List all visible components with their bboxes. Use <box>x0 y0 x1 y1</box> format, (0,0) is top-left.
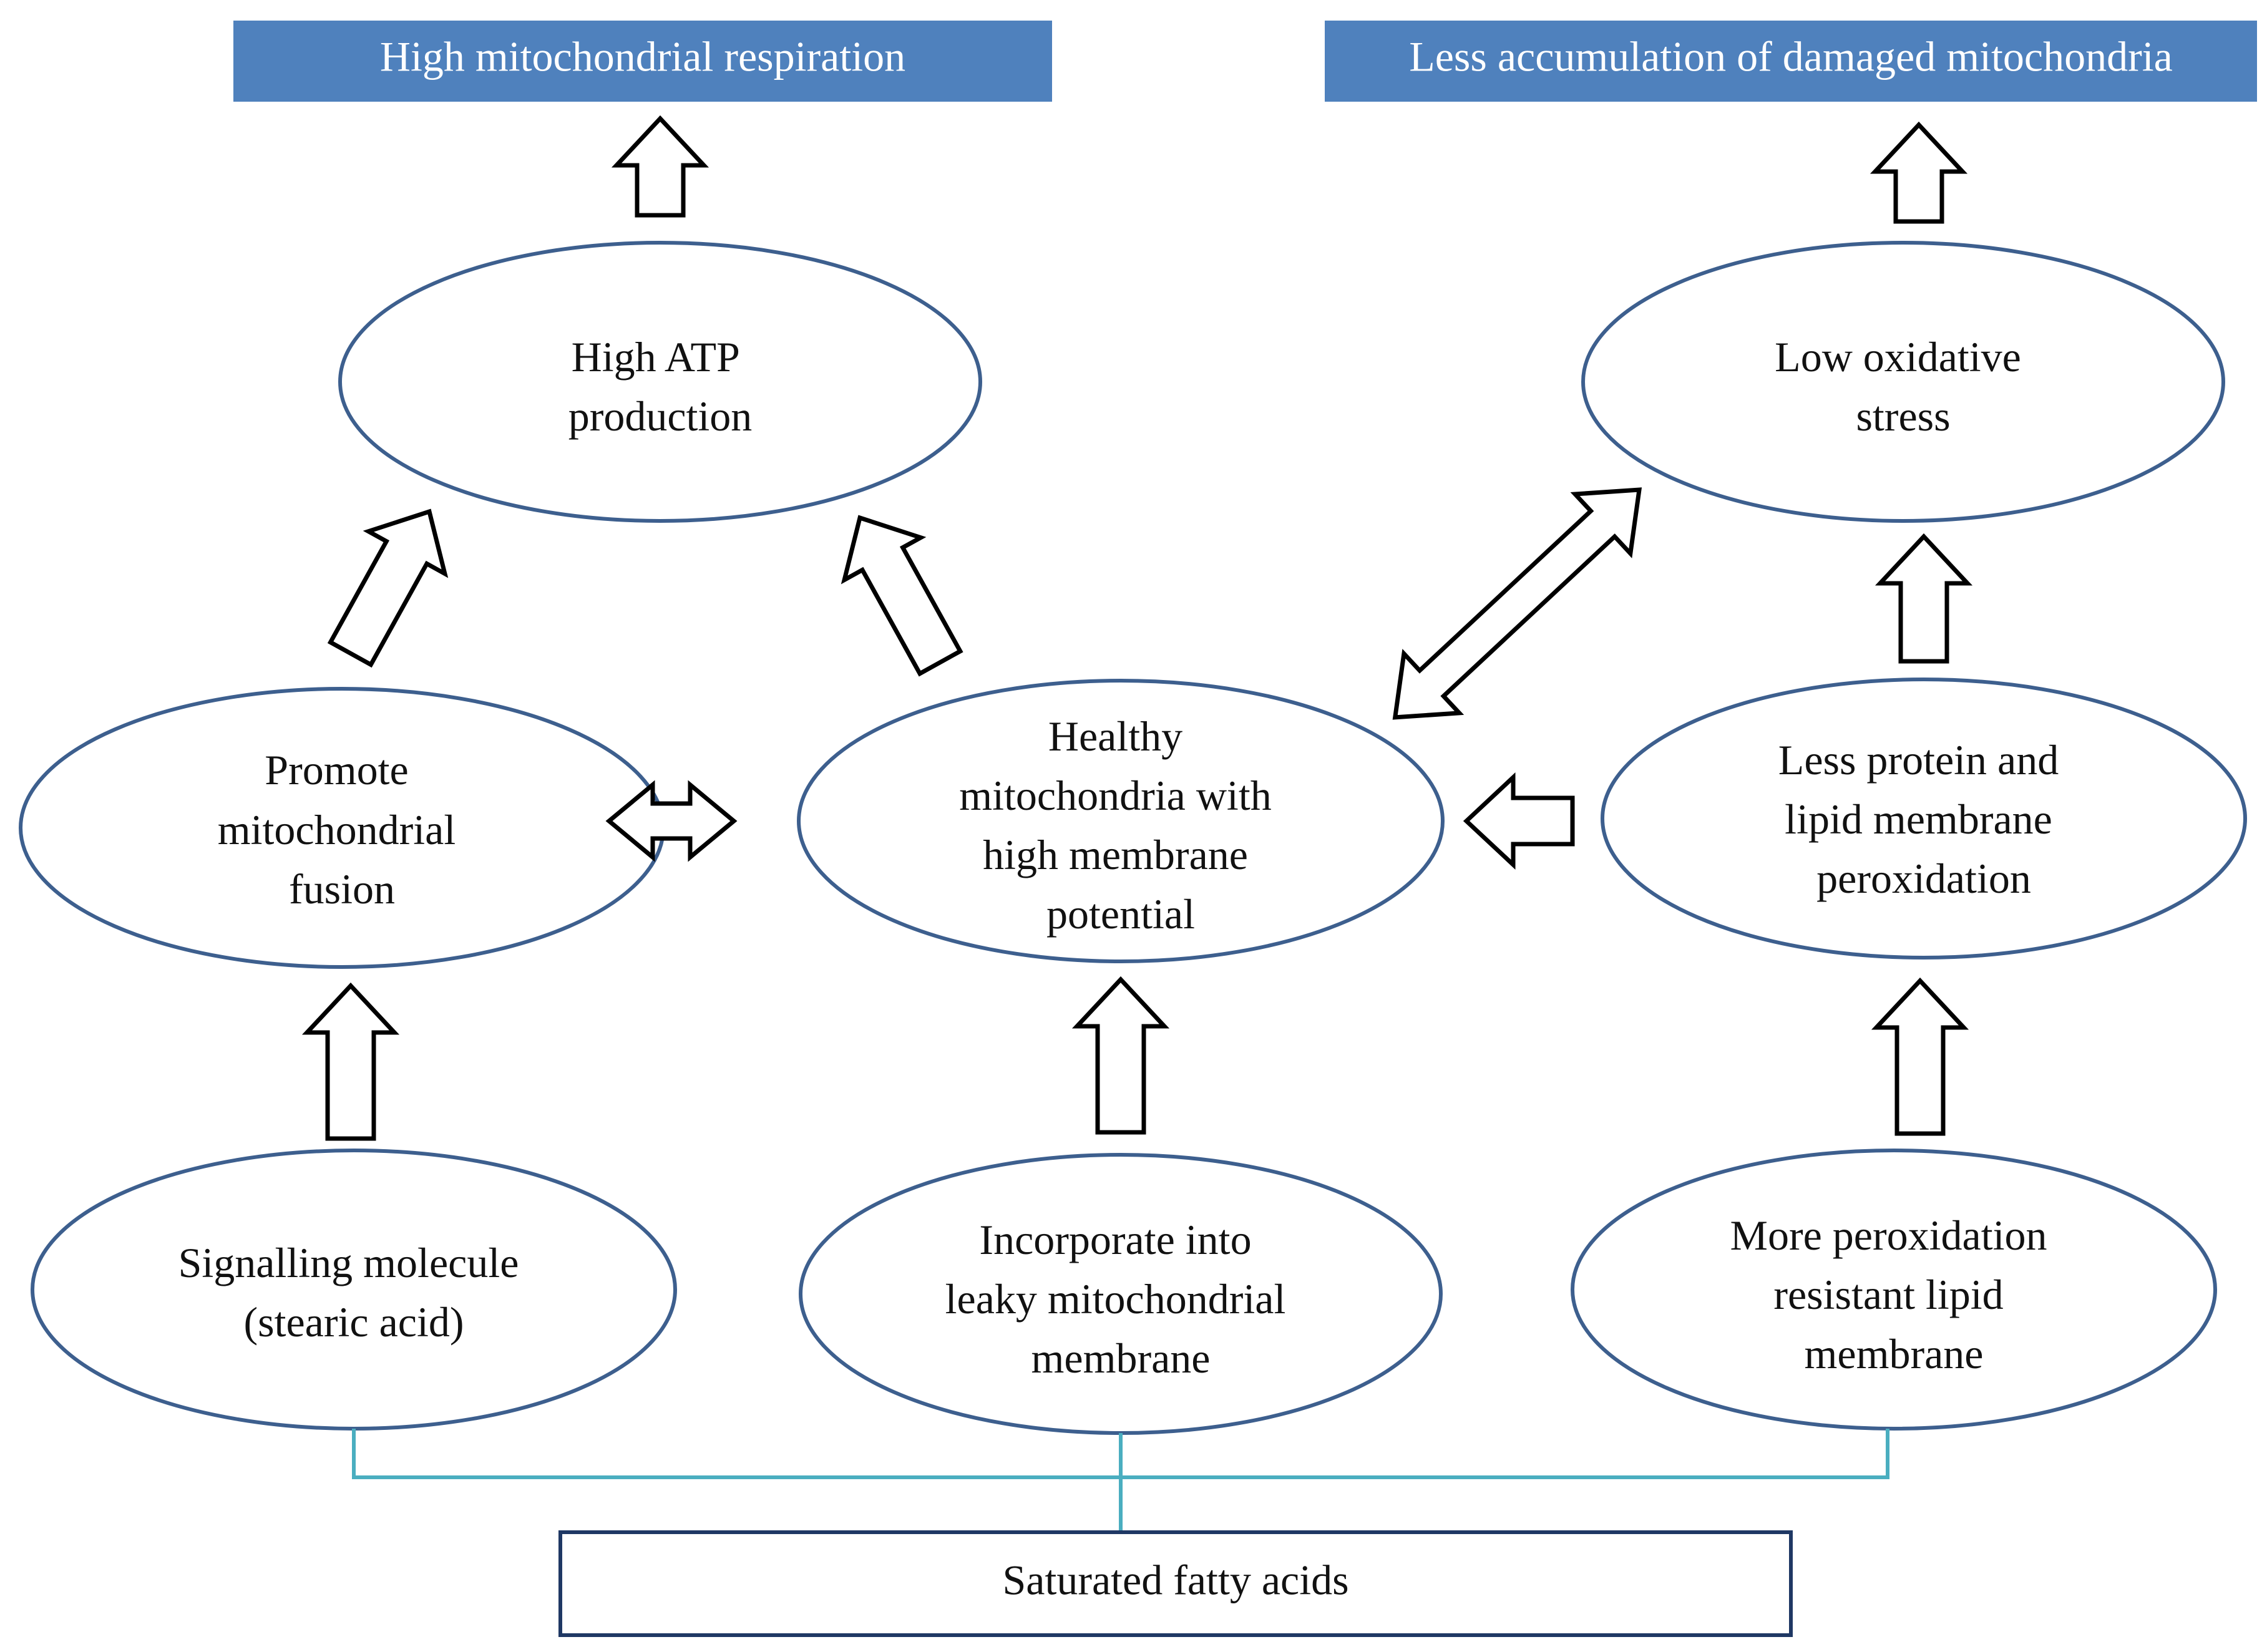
label-resistant-membrane: More peroxidation resistant lipid membra… <box>1730 1212 2058 1377</box>
arrow-resistant-to-peroxidation <box>1871 977 1969 1136</box>
arrow-healthy-to-atp <box>841 515 963 677</box>
outcome-accumulation-label: Less accumulation of damaged mitochondri… <box>1409 33 2173 80</box>
node-atp-production <box>338 241 982 523</box>
arrow-fusion-to-atp <box>327 508 449 668</box>
outcome-box-accumulation <box>1325 21 2257 102</box>
label-incorporate-membrane: Incorporate into leaky mitochondrial mem… <box>945 1216 1297 1382</box>
label-healthy-mitochondria: Healthy mitochondria with high membrane … <box>959 712 1282 938</box>
arrow-healthy-oxidative-double <box>1392 487 1642 720</box>
arrow-fusion-healthy-double <box>605 780 738 862</box>
outcome-box-respiration <box>233 21 1052 102</box>
arrow-peroxidation-to-healthy <box>1463 772 1575 870</box>
label-mitochondrial-fusion: Promote mitochondrial fusion <box>218 746 466 913</box>
node-resistant-membrane <box>1571 1149 2217 1431</box>
arrow-atp-to-respiration <box>611 115 709 218</box>
arrow-signalling-to-fusion <box>301 982 400 1141</box>
label-less-peroxidation: Less protein and lipid membrane peroxida… <box>1778 736 2069 902</box>
node-less-peroxidation <box>1601 678 2247 960</box>
label-signalling-molecule: Signalling molecule (stearic acid) <box>178 1239 530 1346</box>
outcome-respiration-label: High mitochondrial respiration <box>380 33 905 80</box>
node-low-oxidative-stress <box>1581 241 2225 523</box>
label-low-oxidative-stress: Low oxidative stress <box>1775 333 2032 440</box>
node-healthy-mitochondria <box>797 679 1445 963</box>
arrow-oxidative-to-accumulation <box>1870 121 1968 224</box>
source-box <box>558 1530 1793 1637</box>
node-signalling-molecule <box>31 1149 677 1431</box>
label-atp-production: High ATP production <box>568 333 753 440</box>
source-label: Saturated fatty acids <box>1002 1557 1348 1604</box>
arrow-peroxidation-to-oxidative <box>1875 533 1973 664</box>
arrow-incorporate-to-healthy <box>1071 976 1170 1135</box>
